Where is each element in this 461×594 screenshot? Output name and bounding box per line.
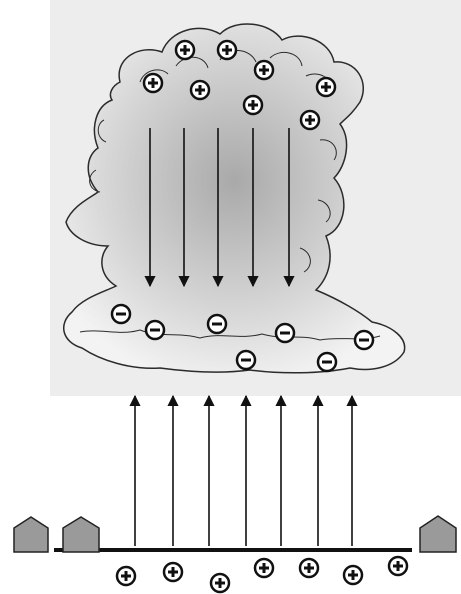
positive-charge-icon	[115, 565, 137, 587]
positive-charge-icon	[242, 94, 264, 116]
building-left-2	[62, 516, 100, 553]
positive-charge-icon	[142, 72, 164, 94]
negative-charge-icon	[235, 349, 257, 371]
positive-charge-icon	[209, 572, 231, 594]
ground-to-cloud-upward-arrows	[129, 394, 358, 546]
positive-charge-icon	[216, 39, 238, 61]
building-left-1	[13, 516, 49, 553]
building-right	[419, 515, 457, 553]
positive-charge-icon	[387, 555, 409, 577]
buildings	[13, 515, 457, 553]
ground-positive-charges	[115, 555, 409, 594]
positive-charge-icon	[342, 564, 364, 586]
negative-charge-icon	[316, 351, 338, 373]
positive-charge-icon	[174, 39, 196, 61]
positive-charge-icon	[298, 557, 320, 579]
positive-charge-icon	[253, 557, 275, 579]
negative-charge-icon	[110, 303, 132, 325]
negative-charge-icon	[353, 329, 375, 351]
cloud-top-positive-charges	[142, 39, 337, 131]
positive-charge-icon	[315, 76, 337, 98]
cloud-base-negative-charges	[110, 303, 375, 373]
positive-charge-icon	[299, 109, 321, 131]
cloud-internal-downward-arrows	[144, 128, 295, 288]
positive-charge-icon	[253, 59, 275, 81]
negative-charge-icon	[144, 319, 166, 341]
negative-charge-icon	[206, 313, 228, 335]
negative-charge-icon	[274, 322, 296, 344]
positive-charge-icon	[189, 79, 211, 101]
positive-charge-icon	[162, 561, 184, 583]
